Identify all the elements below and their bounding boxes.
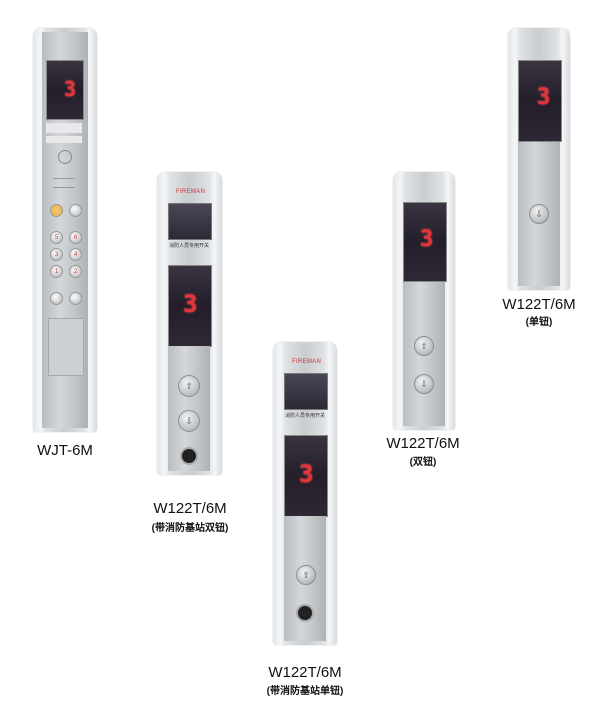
floor-button-6[interactable]: 6 xyxy=(69,231,82,244)
alarm-button[interactable] xyxy=(50,204,63,217)
model-label: WJT-6M xyxy=(37,442,93,459)
up-button[interactable]: ⇧ xyxy=(178,375,200,397)
door-close-button[interactable] xyxy=(69,292,82,305)
floor-digit: 3 xyxy=(299,460,314,488)
model-label: W122T/6M xyxy=(502,296,576,313)
model-label: W122T/6M xyxy=(153,500,227,517)
floor-button-1[interactable]: 1 xyxy=(50,265,63,278)
fireman-key-switch[interactable] xyxy=(180,447,198,465)
fireman-label: FIREMAN xyxy=(176,189,206,195)
floor-display: 3 xyxy=(46,60,84,120)
capacity-plate xyxy=(46,136,82,143)
floor-display: 3 xyxy=(403,202,447,282)
floor-button-2[interactable]: 2 xyxy=(69,265,82,278)
down-button[interactable]: ⇩ xyxy=(414,374,434,394)
panel-w122t-fire-single: FIREMAN 消防人员专用开关 3 ⇧ xyxy=(273,342,337,645)
service-cabinet xyxy=(48,318,84,376)
call-button[interactable]: ⇩ xyxy=(529,204,549,224)
panel-w122t-fire-double: FIREMAN 消防人员专用开关 3 ⇧ ⇩ xyxy=(157,172,222,475)
floor-display: 3 xyxy=(168,265,212,347)
fireman-strip: 消防人员专用开关 xyxy=(284,413,325,419)
model-subtitle: (双钮) xyxy=(409,457,437,468)
panel-wjt-6m: 3 5 6 3 4 1 2 xyxy=(33,28,97,432)
floor-digit: 3 xyxy=(420,227,434,252)
floor-button-4[interactable]: 4 xyxy=(69,248,82,261)
floor-digit: 3 xyxy=(64,77,77,101)
call-button[interactable]: ⇧ xyxy=(296,565,316,585)
down-button[interactable]: ⇩ xyxy=(178,410,200,432)
door-open-button[interactable] xyxy=(50,292,63,305)
fireman-strip: 消防人员专用开关 xyxy=(168,243,209,249)
floor-button-3[interactable]: 3 xyxy=(50,248,63,261)
floor-digit: 3 xyxy=(183,290,198,318)
vent-grille xyxy=(53,178,75,188)
model-subtitle: (带消防基站单钮) xyxy=(266,686,344,697)
fireman-key-switch[interactable] xyxy=(296,604,314,622)
up-button[interactable]: ⇧ xyxy=(414,336,434,356)
phone-button[interactable] xyxy=(69,204,82,217)
floor-digit: 3 xyxy=(537,85,551,110)
model-subtitle: (单钮) xyxy=(525,317,553,328)
model-subtitle: (带消防基站双钮) xyxy=(151,523,229,534)
panel-w122t-single: 3 ⇩ xyxy=(508,28,570,290)
fireman-switch-window xyxy=(168,203,212,240)
floor-button-5[interactable]: 5 xyxy=(50,231,63,244)
fireman-label: FIREMAN xyxy=(292,359,322,365)
speaker-icon xyxy=(58,150,72,164)
fireman-switch-window xyxy=(284,373,328,410)
floor-display: 3 xyxy=(518,60,562,142)
model-label: W122T/6M xyxy=(268,664,342,681)
floor-display: 3 xyxy=(284,435,328,517)
panel-w122t-double: 3 ⇧ ⇩ xyxy=(393,172,455,430)
logo-plate xyxy=(46,123,82,133)
model-label: W122T/6M xyxy=(386,435,460,452)
